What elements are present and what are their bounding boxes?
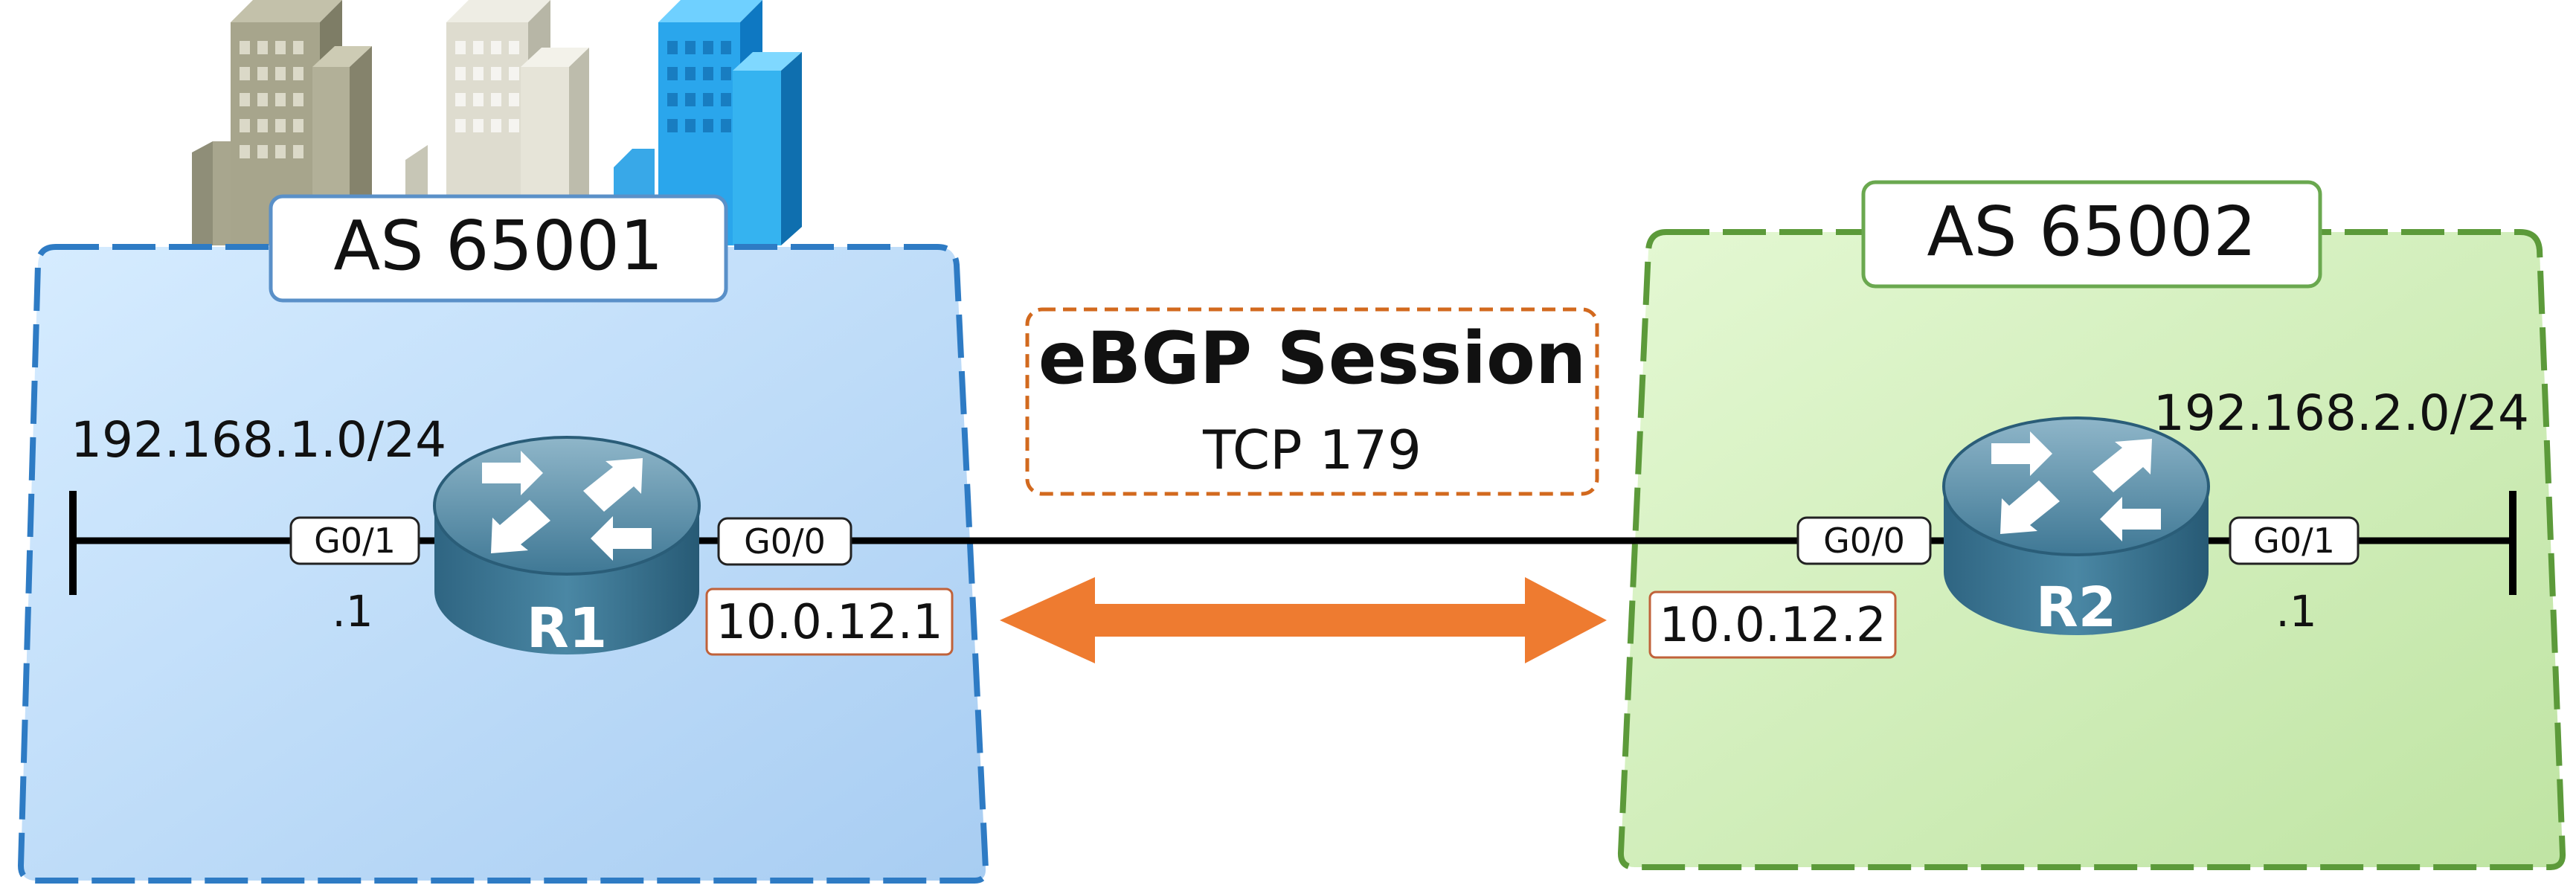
host-r2-lan: .1 bbox=[2275, 586, 2316, 637]
router-r2-label: R2 bbox=[2036, 576, 2116, 640]
session-title: eBGP Session bbox=[1038, 317, 1587, 400]
router-r2[interactable]: R2 bbox=[1942, 416, 2210, 640]
router-icon bbox=[1942, 416, 2210, 635]
iface-r2-g01: G0/1 bbox=[2229, 516, 2360, 565]
session-box: eBGP Session TCP 179 bbox=[1025, 307, 1599, 496]
router-r1-label: R1 bbox=[527, 596, 607, 660]
session-transport: TCP 179 bbox=[1202, 419, 1422, 481]
wan-ip-r2-label: 10.0.12.2 bbox=[1659, 598, 1886, 653]
iface-r2-g01-label: G0/1 bbox=[2253, 521, 2335, 561]
wan-ip-r1: 10.0.12.1 bbox=[705, 588, 954, 656]
iface-r1-g01-label: G0/1 bbox=[314, 521, 396, 561]
router-icon bbox=[433, 436, 701, 654]
iface-r2-g00: G0/0 bbox=[1796, 516, 1932, 565]
iface-r1-g00: G0/0 bbox=[717, 517, 852, 566]
as-title-left: AS 65001 bbox=[333, 206, 663, 286]
iface-r1-g00-label: G0/0 bbox=[744, 521, 826, 562]
as-title-box-right: AS 65002 bbox=[1861, 180, 2322, 289]
router-r1[interactable]: R1 bbox=[433, 436, 701, 660]
network-right: 192.168.2.0/24 bbox=[2153, 385, 2529, 442]
wan-ip-r1-label: 10.0.12.1 bbox=[716, 595, 942, 650]
bidirectional-arrow-icon bbox=[1000, 577, 1607, 663]
as-title-box-left: AS 65001 bbox=[269, 194, 728, 303]
iface-r2-g00-label: G0/0 bbox=[1823, 521, 1905, 561]
as-title-right: AS 65002 bbox=[1927, 192, 2256, 271]
network-left: 192.168.1.0/24 bbox=[71, 411, 446, 469]
iface-r1-g01: G0/1 bbox=[289, 516, 420, 565]
host-r1-lan: .1 bbox=[332, 586, 373, 637]
wan-ip-r2: 10.0.12.2 bbox=[1648, 591, 1897, 659]
